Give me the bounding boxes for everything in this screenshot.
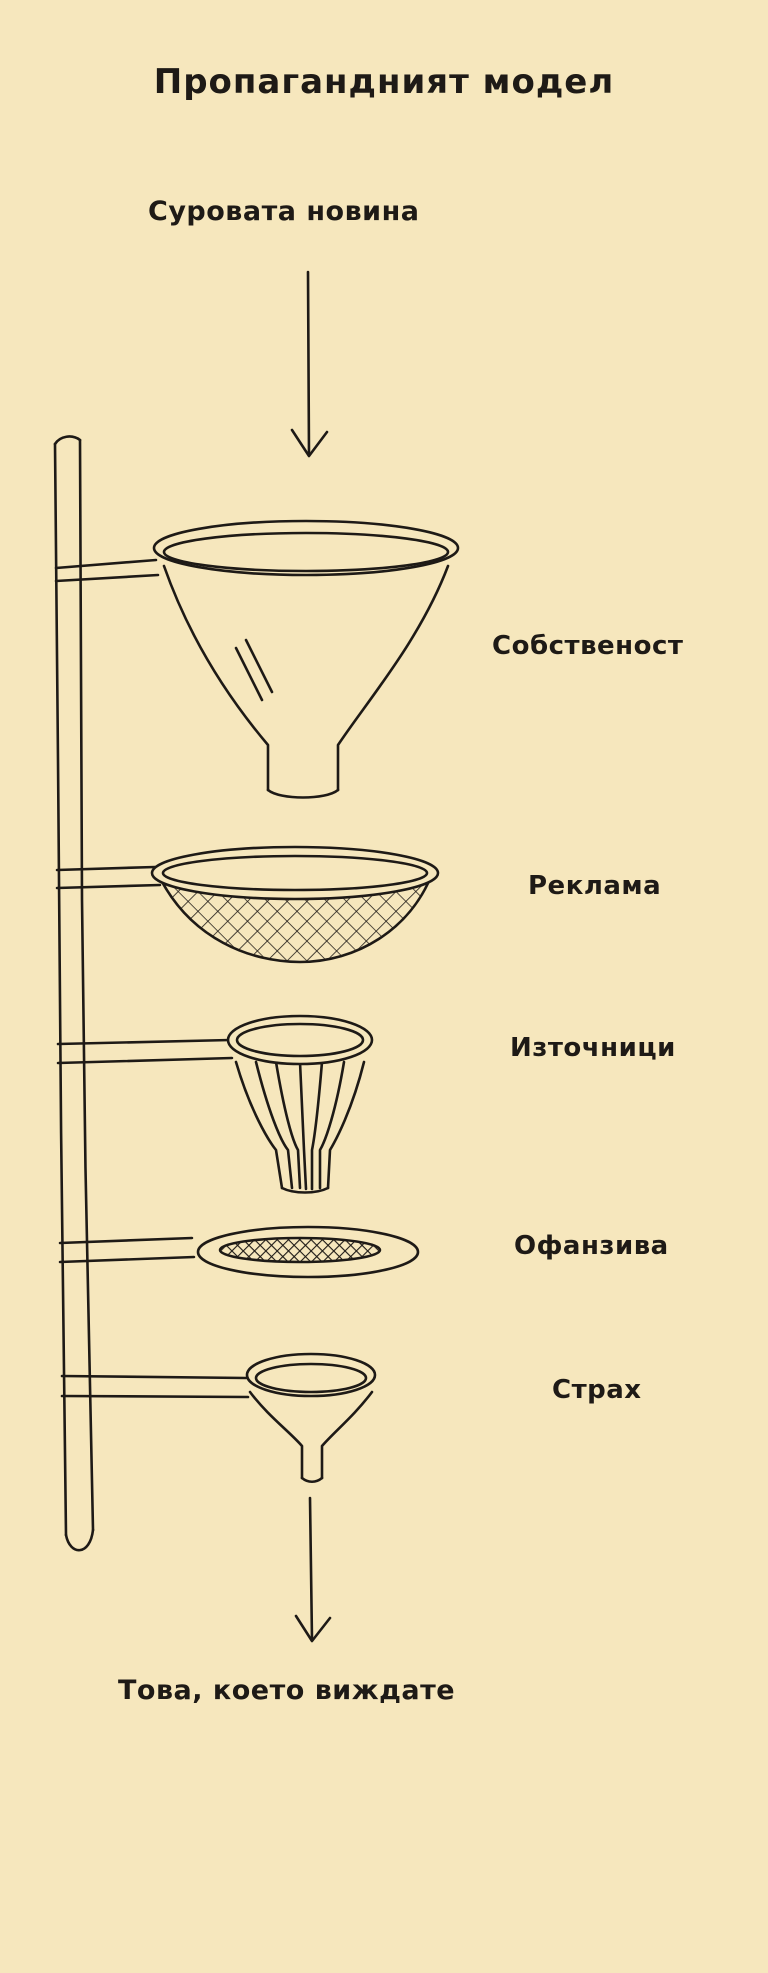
output-arrow-icon	[294, 1496, 332, 1643]
stage-label-fear: Страх	[552, 1375, 642, 1405]
mesh-sieve-icon	[150, 845, 440, 964]
stage-label-ownership: Собственост	[492, 631, 684, 661]
small-funnel-icon	[245, 1352, 377, 1484]
stage-label-flak: Офанзива	[514, 1231, 669, 1261]
diagram-title: Пропагандният модел	[153, 62, 615, 102]
fine-sieve-icon	[196, 1225, 420, 1279]
output-label: Това, което виждате	[118, 1675, 456, 1706]
ribbed-funnel-icon	[226, 1014, 374, 1194]
input-label: Суровата новина	[148, 196, 420, 227]
funnel-icon	[152, 519, 460, 799]
stage-label-sources: Източници	[510, 1033, 676, 1063]
stage-label-advertising: Реклама	[528, 871, 662, 901]
pole	[53, 435, 95, 1552]
input-arrow-icon	[290, 270, 329, 458]
pole-arms	[54, 558, 250, 1399]
